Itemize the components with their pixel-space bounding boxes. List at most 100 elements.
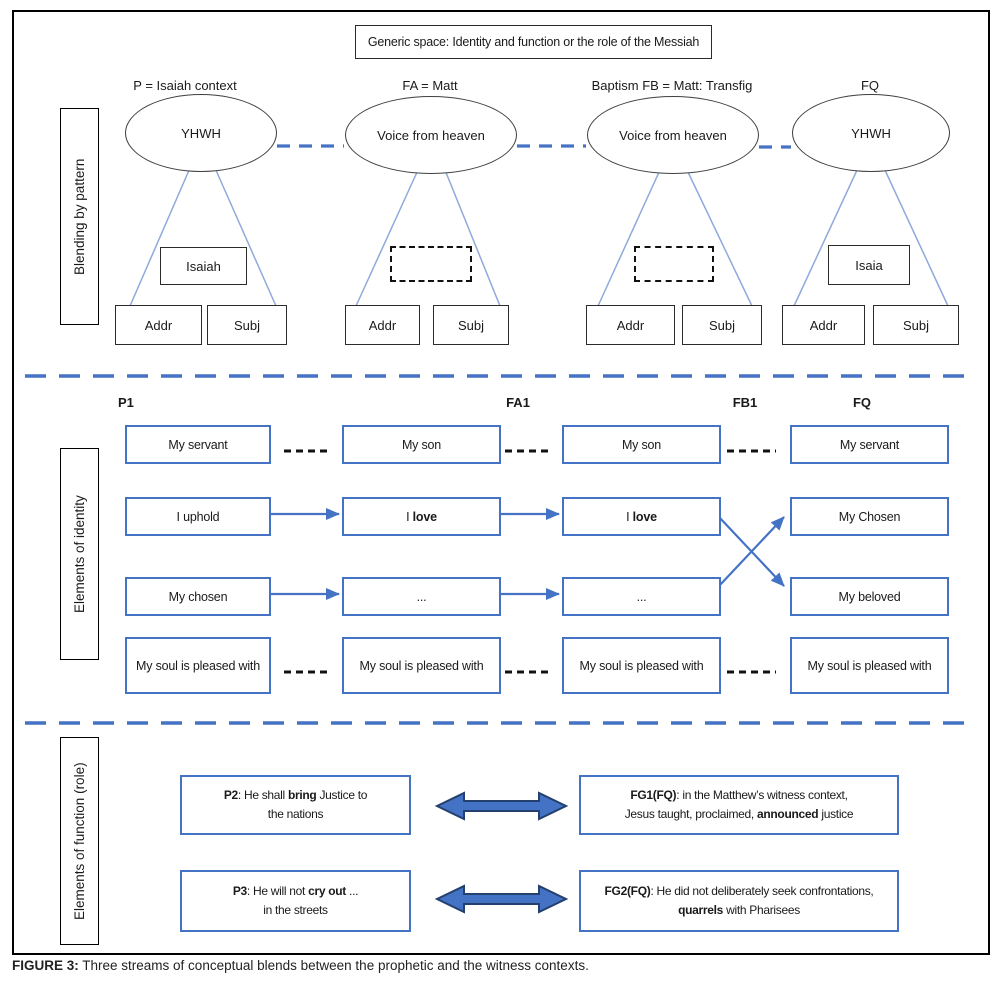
- col2-empty-dashed-box: [390, 246, 472, 282]
- identity-r2c4: My Chosen: [790, 497, 949, 536]
- identity-r1c1: My servant: [125, 425, 271, 464]
- identity-r4c1: My soul is pleased with: [125, 637, 271, 694]
- figure-caption-label: FIGURE 3:: [12, 958, 79, 973]
- p3-line1: P3: He will not cry out ...: [232, 882, 359, 901]
- label-fq: FQ: [852, 395, 872, 410]
- fg2-line2: quarrels with Pharisees: [678, 901, 800, 920]
- identity-arrows: [268, 508, 785, 600]
- col3-subj-box: Subj: [682, 305, 762, 345]
- identity-r3c4: My beloved: [790, 577, 949, 616]
- r2c3-pre: I: [626, 509, 633, 524]
- identity-r1c2: My son: [342, 425, 501, 464]
- p3-bold: cry out: [308, 884, 346, 899]
- identity-r1c3: My son: [562, 425, 721, 464]
- fg1-line2: Jesus taught, proclaimed, announced just…: [625, 805, 854, 824]
- col2-addr-box: Addr: [345, 305, 420, 345]
- p2-box: P2: He shall bring Justice to the nation…: [180, 775, 411, 835]
- identity-r2c2: I love: [342, 497, 501, 536]
- fg1-box: FG1(FQ): in the Matthew’s witness contex…: [579, 775, 899, 835]
- col4-ellipse: YHWH: [792, 94, 950, 172]
- function-double-arrows: [434, 791, 569, 914]
- col2-subj-box: Subj: [433, 305, 509, 345]
- subj-label: Subj: [233, 317, 261, 333]
- p3-box: P3: He will not cry out ... in the stree…: [180, 870, 411, 932]
- identity-r3c2: ...: [342, 577, 501, 616]
- col1-header: P = Isaiah context: [133, 78, 237, 93]
- generic-space-box: Generic space: Identity and function or …: [355, 25, 712, 59]
- fg2-bold: quarrels: [678, 903, 724, 917]
- col2-ellipse-label: Voice from heaven: [377, 127, 485, 143]
- function-side-label: Elements of function (role): [60, 737, 99, 945]
- col3-ellipse-label: Voice from heaven: [619, 127, 727, 143]
- r2c2-bold: love: [412, 509, 437, 524]
- fg1-text: justice: [818, 807, 854, 821]
- col1-ellipse-label: YHWH: [181, 125, 221, 141]
- col2-header: FA = Matt: [402, 78, 458, 93]
- figure-caption-text: Three streams of conceptual blends betwe…: [78, 958, 589, 973]
- col4-header: FQ: [860, 78, 880, 93]
- r2c3-bold: love: [632, 509, 657, 524]
- identity-r3c3: ...: [562, 577, 721, 616]
- p2-text: Justice to: [316, 788, 368, 803]
- p3-text: : He will not: [246, 884, 309, 899]
- p3-text: ...: [346, 884, 359, 899]
- identity-dashed-links: [284, 449, 776, 674]
- identity-r4c3: My soul is pleased with: [562, 637, 721, 694]
- addr-label: Addr: [809, 317, 838, 333]
- fg2-text: : He did not deliberately seek confronta…: [650, 884, 874, 899]
- col3-ellipse: Voice from heaven: [587, 96, 759, 174]
- col4-addr-box: Addr: [782, 305, 865, 345]
- identity-side-label: Elements of identity: [60, 448, 99, 660]
- col3-header: Baptism FB = Matt: Transfig: [591, 78, 753, 93]
- col1-subj-box: Subj: [207, 305, 287, 345]
- label-fb1: FB1: [732, 395, 758, 410]
- col4-mid-box: Isaia: [828, 245, 910, 285]
- identity-r1c4: My servant: [790, 425, 949, 464]
- col4-subj-box: Subj: [873, 305, 959, 345]
- section-dividers: [25, 374, 977, 725]
- col1-mid-label: Isaiah: [186, 258, 221, 274]
- identity-r4c4: My soul is pleased with: [790, 637, 949, 694]
- p2-text: : He shall: [237, 788, 288, 803]
- p2-line1: P2: He shall bring Justice to: [223, 786, 368, 805]
- col1-addr-box: Addr: [115, 305, 202, 345]
- p3-line2: in the streets: [263, 903, 328, 917]
- p3-label: P3: [232, 884, 247, 899]
- identity-r3c1: My chosen: [125, 577, 271, 616]
- fg1-line1: FG1(FQ): in the Matthew’s witness contex…: [630, 786, 848, 805]
- subj-label: Subj: [902, 317, 930, 333]
- col2-ellipse: Voice from heaven: [345, 96, 517, 174]
- fg2-box: FG2(FQ): He did not deliberately seek co…: [579, 870, 899, 932]
- generic-space-label: Generic space: Identity and function or …: [367, 35, 700, 49]
- col4-ellipse-label: YHWH: [851, 125, 891, 141]
- addr-label: Addr: [144, 317, 173, 333]
- addr-label: Addr: [368, 317, 397, 333]
- label-p1: P1: [118, 395, 134, 410]
- fg2-line1: FG2(FQ): He did not deliberately seek co…: [605, 882, 874, 901]
- p2-label: P2: [223, 788, 238, 803]
- fg2-text: with Pharisees: [723, 903, 800, 917]
- fg1-bold: announced: [757, 807, 819, 821]
- identity-r2c3: I love: [562, 497, 721, 536]
- p2-bold: bring: [287, 788, 317, 803]
- p2-line2: the nations: [267, 807, 324, 821]
- blend-legs: [129, 167, 949, 307]
- identity-r2c1: I uphold: [125, 497, 271, 536]
- fg1-text: Jesus taught, proclaimed,: [624, 807, 757, 821]
- blending-side-label: Blending by pattern: [60, 108, 99, 325]
- subj-label: Subj: [708, 317, 736, 333]
- figure-border: [12, 10, 990, 955]
- r2c2-pre: I: [406, 509, 413, 524]
- addr-label: Addr: [616, 317, 645, 333]
- subj-label: Subj: [457, 317, 485, 333]
- fg1-text: : in the Matthew’s witness context,: [676, 788, 848, 803]
- fg2-label: FG2(FQ): [604, 884, 651, 899]
- figure-caption: FIGURE 3: Three streams of conceptual bl…: [12, 958, 589, 973]
- fg1-label: FG1(FQ): [630, 788, 677, 803]
- col4-mid-label: Isaia: [855, 257, 883, 273]
- col3-addr-box: Addr: [586, 305, 675, 345]
- col1-mid-box: Isaiah: [160, 247, 247, 285]
- col3-empty-dashed-box: [634, 246, 714, 282]
